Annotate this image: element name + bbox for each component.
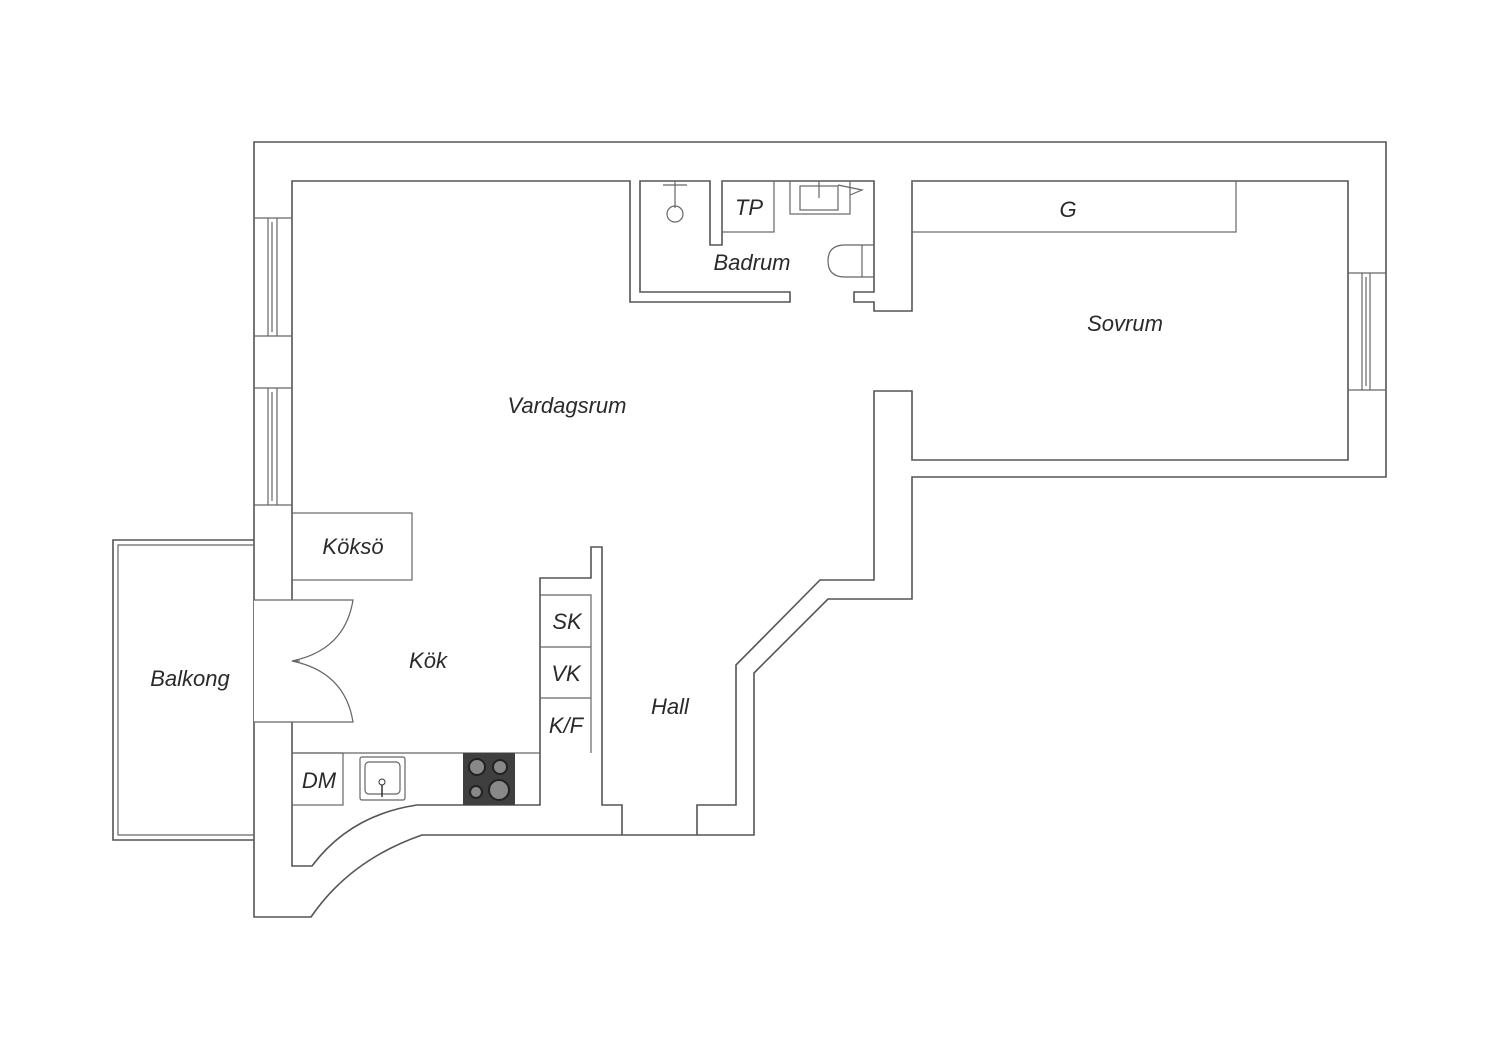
label-kf: K/F	[549, 713, 585, 738]
kitchen-island	[291, 512, 413, 581]
room-label-kok: Kök	[409, 648, 448, 673]
balcony-door	[254, 599, 354, 723]
room-label-badrum: Badrum	[713, 250, 790, 275]
washer-dryer	[721, 180, 775, 233]
wardrobe	[911, 180, 1237, 233]
label-g: G	[1059, 197, 1076, 222]
label-tp: TP	[735, 195, 763, 220]
window-bedroom	[1348, 272, 1386, 391]
room-label-balkong: Balkong	[150, 666, 230, 691]
room-label-hall: Hall	[651, 694, 690, 719]
window-left-2	[254, 387, 292, 506]
label-koksoe: Köksö	[322, 534, 383, 559]
window-left-1	[254, 217, 292, 337]
tall-cabinets	[540, 594, 592, 753]
bathroom-sink-icon	[789, 180, 865, 215]
balcony	[112, 539, 254, 841]
room-label-sovrum: Sovrum	[1087, 311, 1163, 336]
label-dm: DM	[302, 768, 337, 793]
shower-icon	[663, 181, 687, 223]
sink-icon	[359, 756, 406, 801]
room-label-vardagsrum: Vardagsrum	[507, 393, 626, 418]
dishwasher	[291, 752, 344, 806]
outer-wall	[253, 141, 1387, 918]
toilet-icon	[827, 244, 874, 278]
stove-icon	[463, 753, 515, 805]
label-vk: VK	[551, 661, 582, 686]
inner-wall	[291, 180, 1349, 835]
kitchen-wall	[291, 546, 623, 867]
label-sk: SK	[552, 609, 583, 634]
